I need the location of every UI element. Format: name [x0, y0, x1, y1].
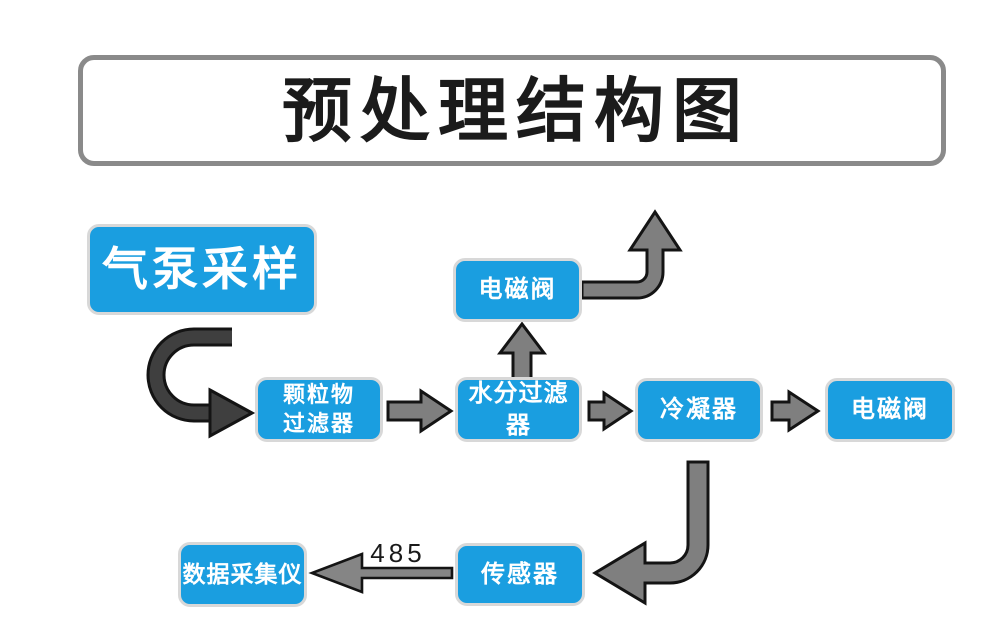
- node-label-line2: 过滤器: [282, 410, 355, 436]
- moisture-to-valve-arrow: [496, 321, 548, 381]
- node-label: 冷凝器: [660, 396, 738, 424]
- particulate-to-moisture-arrow: [386, 388, 454, 434]
- node-label: 数据采集仪: [182, 560, 303, 587]
- sensor-to-collector-arrow: [308, 552, 454, 594]
- node-solenoid-valve-right: 电磁阀: [825, 378, 955, 442]
- condenser-to-valve-arrow: [770, 389, 821, 433]
- moisture-to-condenser-arrow: [587, 390, 634, 432]
- pump-to-particulate-arrow: [146, 327, 256, 439]
- node-moisture-filter: 水分过滤器: [455, 377, 582, 442]
- node-label: 电磁阀: [478, 276, 557, 304]
- node-data-collector: 数据采集仪: [178, 542, 307, 607]
- node-particulate-filter: 颗粒物 过滤器: [255, 377, 383, 442]
- node-label-line1: 颗粒物: [282, 381, 355, 407]
- node-label: 水分过滤器: [468, 380, 569, 439]
- condenser-to-sensor-arrow: [592, 460, 710, 606]
- node-label: 电磁阀: [851, 396, 929, 424]
- bus-485-label: 485: [370, 538, 426, 568]
- node-label: 气泵采样: [102, 242, 302, 295]
- node-sensor: 传感器: [455, 543, 585, 606]
- diagram-title-box: 预处理结构图: [78, 55, 946, 166]
- node-condenser: 冷凝器: [635, 378, 763, 442]
- node-solenoid-valve-top: 电磁阀: [453, 258, 582, 322]
- valve-exhaust-arrow: [580, 209, 683, 300]
- node-label: 传感器: [481, 560, 559, 588]
- node-air-pump-sampling: 气泵采样: [87, 224, 317, 315]
- diagram-title: 预处理结构图: [282, 71, 750, 150]
